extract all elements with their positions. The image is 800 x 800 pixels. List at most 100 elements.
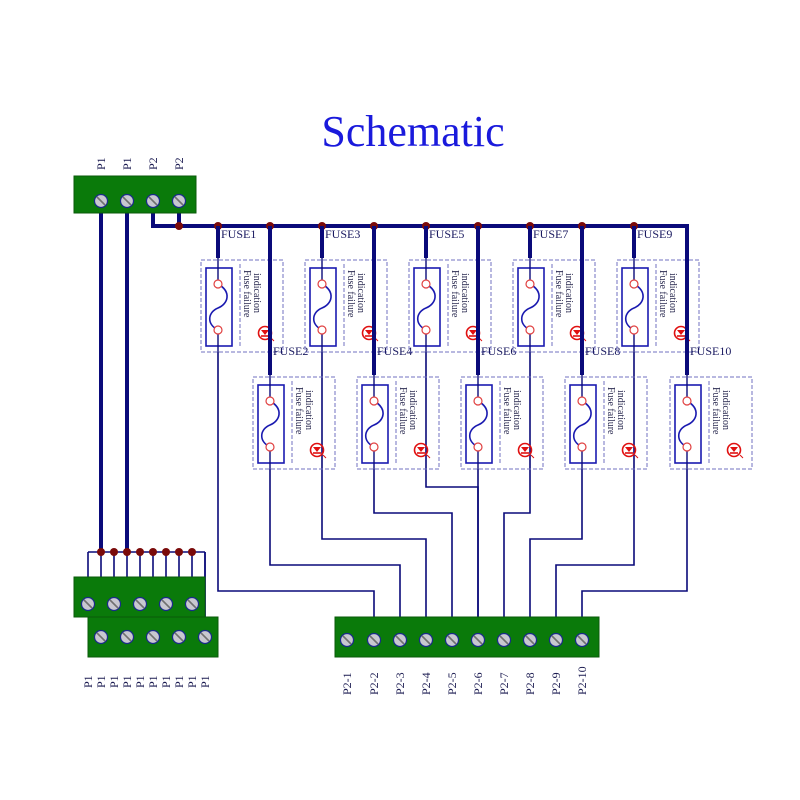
fuse-module-outline (356, 376, 440, 470)
fuse-body (413, 267, 441, 347)
fuse-contact (369, 442, 379, 452)
p2-terminal-label: P2-9 (549, 672, 563, 695)
screw-slot (369, 635, 379, 645)
input-terminal-label: P2 (146, 157, 160, 170)
led-diode (469, 330, 477, 335)
led-indicator-icon (517, 442, 535, 459)
fuse-element-icon (312, 283, 332, 331)
fuse-body (205, 267, 233, 347)
fuse-module-outline (616, 259, 700, 353)
fuse-element-icon (416, 283, 436, 331)
terminal-screw (197, 629, 213, 645)
led-diode (625, 447, 633, 452)
fuse-contact (629, 325, 639, 335)
fuse-contact (473, 396, 483, 406)
fuse-label: FUSE3 (325, 227, 360, 241)
fuse-module-outline (304, 259, 388, 353)
led-ray (739, 454, 744, 459)
fuse-contact (265, 396, 275, 406)
fuse-element-icon (677, 400, 697, 448)
screw-slot (96, 196, 106, 206)
fuse-element-icon (520, 283, 540, 331)
p2-terminal-label: P2-4 (419, 672, 433, 695)
fuse-element-icon (208, 283, 228, 331)
page-title: Schematic (321, 107, 504, 156)
junction-dot (123, 548, 131, 556)
fuse-label: FUSE6 (481, 344, 516, 358)
fuse-label: FUSE8 (585, 344, 620, 358)
screw-slot (135, 599, 145, 609)
fuse-indication-text: indication (511, 390, 522, 430)
led-diode (417, 447, 425, 452)
p2-terminal-label: P2-10 (575, 666, 589, 695)
fuse-contact (525, 325, 535, 335)
fuse-output-wire (217, 352, 375, 617)
fuse-indication-text: Fuse failure (293, 387, 304, 435)
led-diode (677, 330, 685, 335)
p2-terminal-label: P2-2 (367, 672, 381, 695)
p2-terminal-label: P2-1 (340, 672, 354, 695)
led-ring (517, 442, 533, 458)
screw-slot (174, 196, 184, 206)
p1-terminal-label: P1 (94, 675, 108, 688)
led-ray (322, 454, 327, 459)
p2-terminal-label: P2-3 (393, 672, 407, 695)
led-indicator-icon (726, 442, 744, 459)
fuse-module-outline (460, 376, 544, 470)
fuse-element-icon (468, 400, 488, 448)
terminal-screw (496, 632, 512, 648)
led-diode (261, 330, 269, 335)
screw-slot (200, 632, 210, 642)
led-ray (426, 454, 431, 459)
fuse-module-outline (512, 259, 596, 353)
fuse-indication-text: Fuse failure (710, 387, 721, 435)
fuse-indication-text: indication (251, 273, 262, 313)
fuse-body (465, 384, 493, 464)
fuse-contact (265, 442, 275, 452)
screw-slot (96, 632, 106, 642)
terminal-screw (106, 596, 122, 612)
screw-slot (395, 635, 405, 645)
input-terminal-label: P1 (94, 157, 108, 170)
fuse-contact (213, 325, 223, 335)
fuse-label: FUSE9 (637, 227, 672, 241)
fuse-contact (369, 396, 379, 406)
fuse-indication-text: indication (303, 390, 314, 430)
led-diode (573, 330, 581, 335)
p1-terminal-label: P1 (159, 675, 173, 688)
screw-slot (577, 635, 587, 645)
p1-terminal-label: P1 (146, 675, 160, 688)
fuse-contact (682, 442, 692, 452)
fuse-contact (682, 396, 692, 406)
fuse-body (517, 267, 545, 347)
terminal-screw (119, 193, 135, 209)
screw-slot (473, 635, 483, 645)
screw-slot (421, 635, 431, 645)
terminal-screw (574, 632, 590, 648)
screw-slot (148, 632, 158, 642)
junction-dot (97, 548, 105, 556)
fuse-label: FUSE7 (533, 227, 568, 241)
p1-terminal-label: P1 (133, 675, 147, 688)
fuse-output-wire (529, 469, 583, 617)
led-ring (621, 442, 637, 458)
fuse-module-outline (200, 259, 284, 353)
led-diode (730, 447, 738, 452)
screw-slot (342, 635, 352, 645)
fuse-indication-text: indication (407, 390, 418, 430)
fuse-contact (525, 279, 535, 289)
fuse-indication-text: Fuse failure (605, 387, 616, 435)
terminal-screw (145, 193, 161, 209)
p2-terminal-label: P2-6 (471, 672, 485, 695)
fuse-element-icon (364, 400, 384, 448)
terminal-screw (80, 596, 96, 612)
terminal-screw (171, 193, 187, 209)
p2-terminal-label: P2-5 (445, 672, 459, 695)
fuse-output-wire (555, 352, 635, 617)
